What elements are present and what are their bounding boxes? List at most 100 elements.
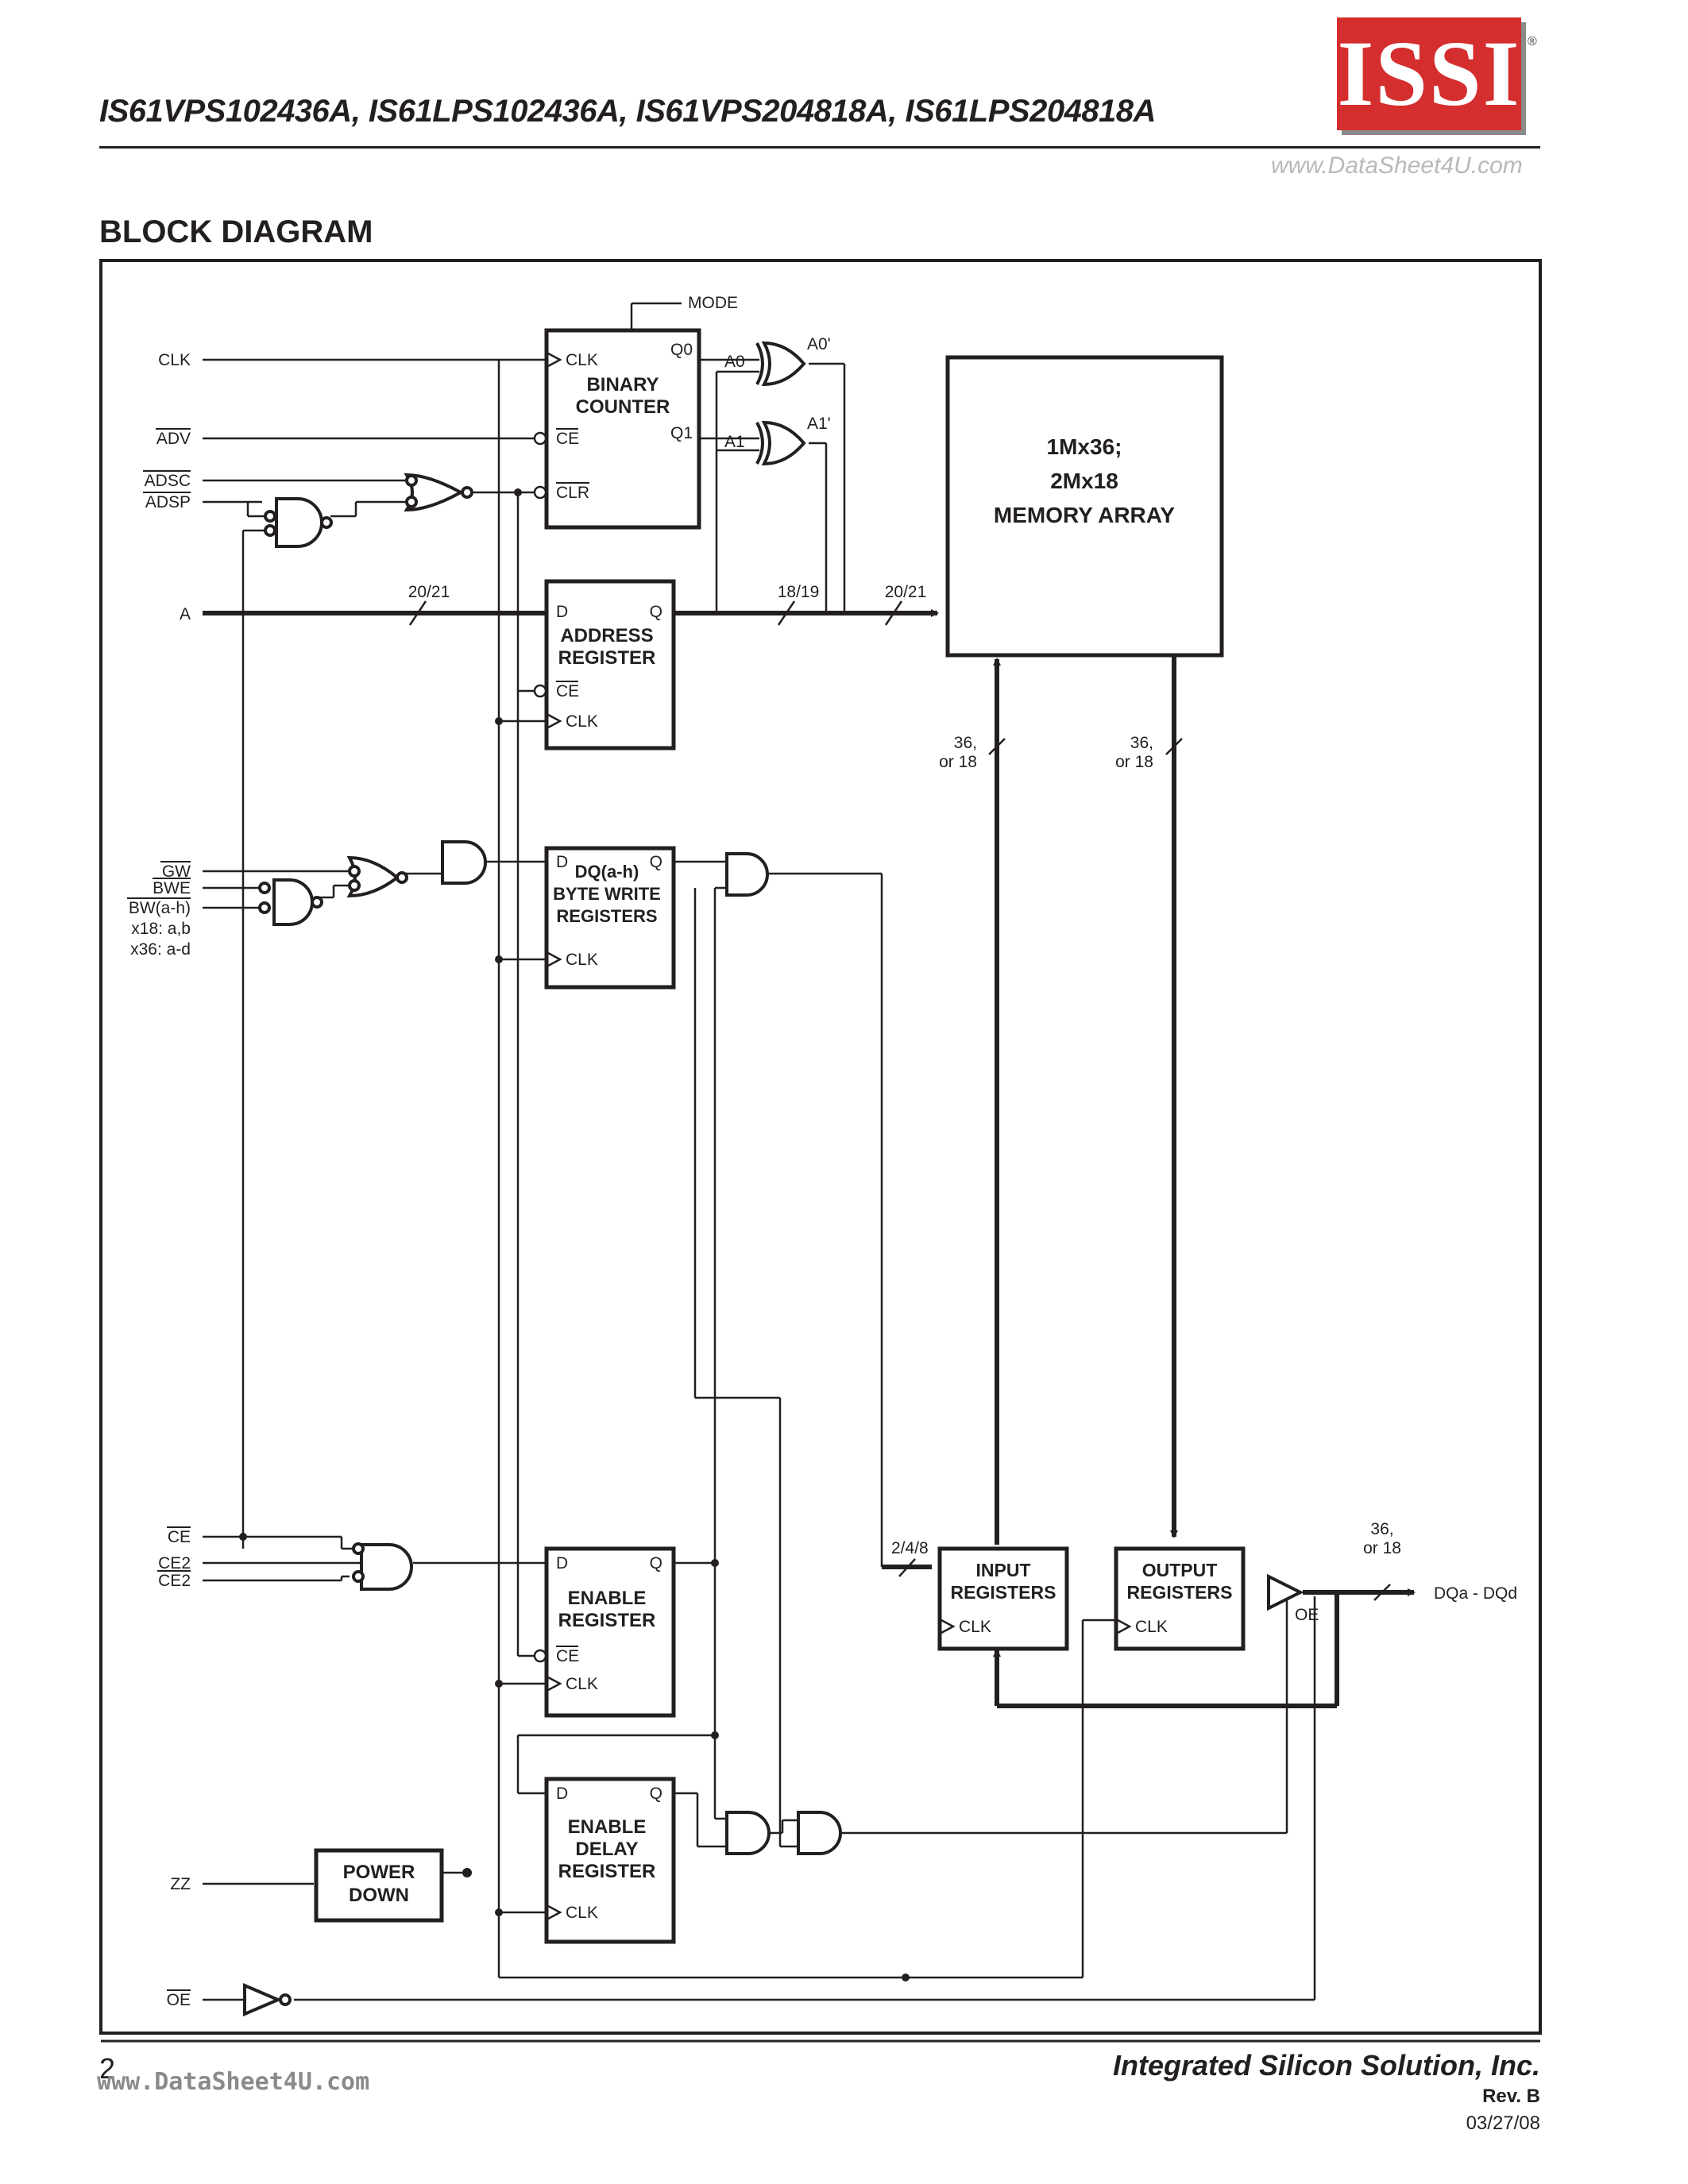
a0-prime-label: A0'	[807, 335, 831, 353]
addr-clk-pin: CLK	[566, 712, 598, 731]
power-down-box	[314, 1848, 444, 1923]
en-clk-pin: CLK	[566, 1675, 598, 1693]
x36-note: x36: a-d	[130, 940, 191, 959]
bw-input-label: BW(a-h)	[129, 899, 191, 917]
byte-and-gate-b	[725, 852, 769, 897]
a1-label: A1	[724, 433, 745, 451]
bus-18-c-label: or 18	[1363, 1539, 1401, 1557]
block-boxes	[314, 328, 1246, 1944]
bw-label-1: DQ(a-h)	[575, 862, 639, 882]
enable-register-box	[544, 1546, 676, 1718]
revision-date: 03/27/08	[1466, 2113, 1540, 2134]
output-buffer	[1267, 1573, 1304, 1611]
ed-label-2: DELAY	[575, 1839, 638, 1860]
bw-label-2: BYTE WRITE	[553, 884, 661, 904]
bus-36-a-label: 36,	[954, 734, 977, 752]
ce2-input-label: CE2	[158, 1554, 191, 1572]
input-registers-box	[937, 1546, 1069, 1651]
byte-write-box	[544, 846, 676, 990]
mode-label: MODE	[688, 294, 738, 312]
clock-triangles	[547, 352, 1132, 1920]
in-reg-clk-pin: CLK	[959, 1618, 991, 1636]
watermark-bottom: www.DataSheet4U.com	[97, 2068, 370, 2096]
oe-input-label: OE	[167, 1991, 191, 2009]
logic-gates	[243, 341, 1304, 2017]
counter-label-1: BINARY	[586, 374, 659, 396]
addr-d-pin: D	[556, 603, 568, 621]
en-label-2: REGISTER	[558, 1610, 656, 1631]
memory-label-3: MEMORY ARRAY	[994, 503, 1176, 527]
en-label-1: ENABLE	[568, 1588, 647, 1609]
counter-clk-pin: CLK	[566, 351, 598, 369]
issi-logo: ISSI	[1337, 17, 1521, 130]
addr-label-2: REGISTER	[558, 647, 656, 669]
ce2b-input-label: CE2	[158, 1572, 191, 1590]
adv-input-label: ADV	[156, 430, 191, 448]
memory-label-2: 2Mx18	[1050, 469, 1118, 493]
power-down-label-1: POWER	[343, 1862, 415, 1883]
counter-clr-pin: CLR	[556, 484, 589, 502]
bw-d-pin: D	[556, 853, 568, 871]
x18-note: x18: a,b	[131, 920, 191, 938]
oe-buffer-label: OE	[1295, 1606, 1319, 1624]
adsp-input-label: ADSP	[145, 493, 191, 511]
bus-18-a-label: or 18	[939, 753, 977, 771]
adsp-nand-gate	[275, 497, 323, 548]
page-number: 2	[99, 2052, 116, 2085]
counter-q1-pin: Q1	[670, 424, 693, 442]
diagram-frame	[99, 259, 1542, 2043]
counter-label-2: COUNTER	[576, 396, 670, 418]
counter-ce-pin: CE	[556, 430, 579, 448]
a1-prime-label: A1'	[807, 415, 831, 433]
signal-wires	[203, 302, 1316, 2001]
bus-20-21-label: 20/21	[408, 583, 450, 601]
enable-and-gate-a	[725, 1811, 771, 1855]
byte-and-gate-a	[441, 840, 487, 885]
en-d-pin: D	[556, 1554, 568, 1572]
memory-label-1: 1Mx36;	[1047, 434, 1122, 459]
bus-20-21b-label: 20/21	[885, 583, 927, 601]
bw-q-pin: Q	[650, 853, 662, 871]
bus-slashes	[408, 600, 1391, 1601]
company-name: Integrated Silicon Solution, Inc.	[1112, 2049, 1540, 2082]
oe-inverter	[243, 1982, 283, 2017]
enable-and-gate-b	[797, 1811, 842, 1855]
gw-input-label: GW	[162, 862, 191, 881]
bus-lines	[203, 609, 1416, 1708]
clk-input-label: CLK	[158, 351, 191, 369]
adsc-input-label: ADSC	[145, 472, 191, 490]
section-title: BLOCK DIAGRAM	[99, 214, 373, 249]
ed-label-1: ENABLE	[568, 1816, 647, 1838]
enable-delay-box	[544, 1777, 676, 1944]
memory-array-box	[945, 355, 1224, 658]
logo-text: ISSI	[1337, 21, 1521, 125]
ed-q-pin: Q	[650, 1785, 662, 1803]
address-register-box	[544, 579, 676, 751]
ce-and-gate	[360, 1543, 413, 1591]
in-reg-label-2: REGISTERS	[951, 1582, 1056, 1603]
watermark-top: www.DataSheet4U.com	[1271, 152, 1523, 179]
inversion-bubbles	[533, 431, 547, 1663]
dq-output-label: DQa - DQd	[1434, 1584, 1517, 1603]
addr-label-1: ADDRESS	[560, 625, 653, 646]
bus-18-b-label: or 18	[1115, 753, 1153, 771]
out-reg-label-1: OUTPUT	[1142, 1560, 1218, 1580]
output-registers-box	[1114, 1546, 1246, 1651]
xor-a1-gate	[761, 420, 806, 466]
part-numbers-title: IS61VPS102436A, IS61LPS102436A, IS61VPS2…	[99, 94, 1156, 129]
revision: Rev. B	[1482, 2086, 1540, 2107]
gw-or-gate	[346, 855, 400, 898]
bwe-input-label: BWE	[153, 879, 191, 897]
ed-d-pin: D	[556, 1785, 568, 1803]
en-ce-pin: CE	[556, 1647, 579, 1665]
ed-label-3: REGISTER	[558, 1861, 656, 1882]
bus-36-c-label: 36,	[1370, 1520, 1393, 1538]
counter-q0-pin: Q0	[670, 341, 693, 359]
addr-q-pin: Q	[650, 603, 662, 621]
out-reg-label-2: REGISTERS	[1127, 1582, 1233, 1603]
zz-input-label: ZZ	[170, 1875, 191, 1893]
overbars	[127, 428, 589, 1991]
a0-label: A0	[724, 353, 745, 371]
bw-label-3: REGISTERS	[556, 906, 657, 926]
in-reg-label-1: INPUT	[976, 1560, 1031, 1580]
